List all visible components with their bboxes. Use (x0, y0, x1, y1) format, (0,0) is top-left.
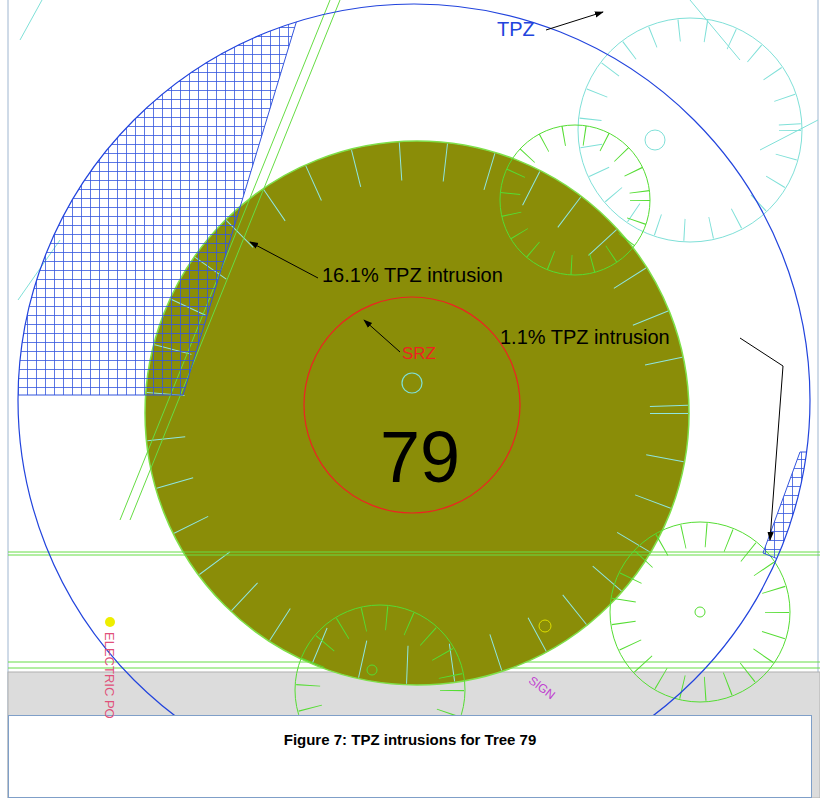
tree-number: 79 (380, 416, 460, 499)
figure-caption: Figure 7: TPZ intrusions for Tree 79 (9, 731, 811, 748)
zone-label: SRZ (402, 344, 436, 364)
zone-label: TPZ (497, 18, 535, 41)
caption-box: Figure 7: TPZ intrusions for Tree 79 (8, 715, 812, 798)
intrusion-label: 1.1% TPZ intrusion (500, 326, 670, 349)
intrusion-label: 16.1% TPZ intrusion (322, 264, 503, 287)
pole-label: ELECTRIC PO (101, 632, 116, 719)
